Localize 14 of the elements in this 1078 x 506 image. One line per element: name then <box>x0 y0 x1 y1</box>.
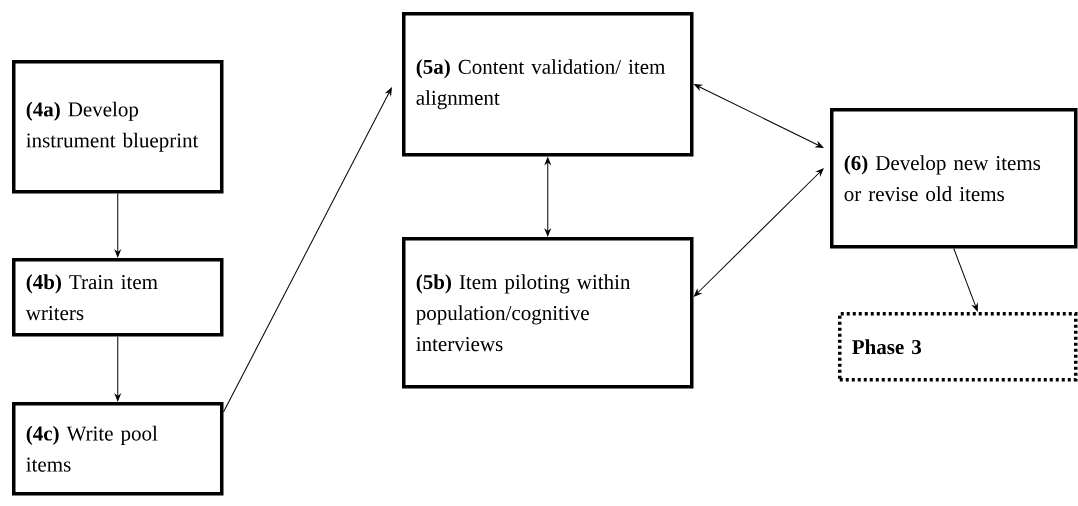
process-box: (6) Develop new items or revise old items <box>830 108 1078 249</box>
arrow <box>694 84 824 148</box>
arrow <box>544 157 551 237</box>
process-box: (4a) Develop instrument blueprint <box>12 60 224 194</box>
process-box: (5a) Content validation/ item alignment <box>402 12 694 157</box>
arrow <box>694 168 824 297</box>
arrow <box>114 193 121 258</box>
process-box: (4b) Train item writers <box>12 258 224 337</box>
phase-box: Phase 3 <box>838 312 1078 382</box>
process-box: (4c) Write pool items <box>12 402 224 496</box>
arrow <box>953 248 978 312</box>
arrow <box>223 87 392 413</box>
process-box: (5b) Item piloting within population/cognitive interviews <box>402 237 694 389</box>
arrow <box>114 336 121 402</box>
